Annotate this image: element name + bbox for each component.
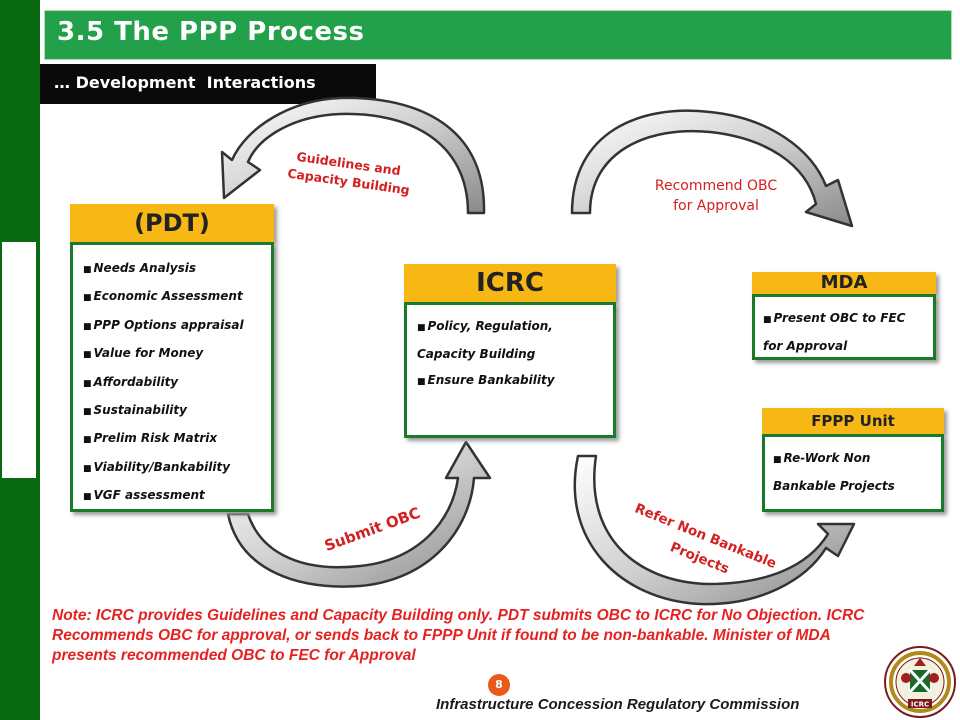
mda-box: ■Present OBC to FEC for Approval (752, 294, 936, 360)
bullet-icon: ■ (83, 463, 92, 474)
fppp-box: ■Re-Work Non Bankable Projects (762, 434, 944, 512)
pdt-item-label: PPP Options appraisal (93, 317, 244, 332)
icrc-item: Capacity Building (417, 341, 613, 367)
bullet-icon: ■ (83, 378, 92, 389)
pdt-item: ■Value for Money (83, 340, 271, 368)
bullet-icon: ■ (83, 293, 92, 304)
fppp-item: Bankable Projects (773, 473, 941, 499)
pdt-item-list: ■Needs Analysis ■Economic Assessment ■PP… (83, 255, 271, 511)
icrc-item-list: ■Policy, Regulation, Capacity Building ■… (417, 313, 613, 395)
bullet-icon: ■ (83, 435, 92, 446)
pdt-item: ■VGF assessment (83, 482, 271, 510)
pdt-item: ■Affordability (83, 369, 271, 397)
fppp-item: ■Re-Work Non (773, 445, 941, 473)
note-text: Note: ICRC provides Guidelines and Capac… (52, 607, 865, 664)
seal-text: ICRC (911, 701, 929, 709)
icrc-seal-icon: ICRC (884, 646, 956, 718)
refer-arrow (573, 454, 856, 606)
bullet-icon: ■ (417, 323, 426, 333)
footer-organization: Infrastructure Concession Regulatory Com… (436, 696, 800, 713)
page-title: 3.5 The PPP Process (57, 17, 365, 47)
bullet-icon: ■ (83, 492, 92, 503)
bullet-icon: ■ (773, 455, 782, 465)
pdt-item: ■Prelim Risk Matrix (83, 425, 271, 453)
title-bar: 3.5 The PPP Process (44, 10, 952, 60)
bullet-icon: ■ (417, 377, 426, 387)
sidebar-white-panel (2, 242, 36, 478)
fppp-item-list: ■Re-Work Non Bankable Projects (773, 445, 941, 499)
icrc-box-header: ICRC (404, 264, 616, 302)
pdt-item-label: Prelim Risk Matrix (93, 431, 218, 446)
pdt-item: ■Economic Assessment (83, 283, 271, 311)
submit-label: Submit OBC (322, 504, 423, 555)
page-number: 8 (488, 674, 510, 696)
bullet-icon: ■ (763, 315, 772, 325)
pdt-item-label: Needs Analysis (93, 261, 197, 275)
mda-item-list: ■Present OBC to FEC for Approval (763, 305, 933, 359)
recommend-label-1: Recommend OBC (655, 178, 777, 194)
mda-item: ■Present OBC to FEC (763, 305, 933, 333)
pdt-item: ■Sustainability (83, 397, 271, 425)
left-green-bar (0, 0, 40, 720)
mda-item-label: for Approval (763, 339, 848, 353)
bullet-icon: ■ (83, 265, 92, 275)
pdt-item: ■PPP Options appraisal (83, 312, 271, 340)
icrc-item-label: Ensure Bankability (427, 373, 555, 387)
icrc-box: ■Policy, Regulation, Capacity Building ■… (404, 302, 616, 438)
icrc-item-label: Capacity Building (417, 347, 536, 361)
fppp-item-label: Re-Work Non (783, 451, 871, 465)
pdt-item: ■Needs Analysis (83, 255, 271, 283)
submit-arrow (226, 440, 492, 588)
recommend-arrow (570, 109, 854, 228)
fppp-box-header: FPPP Unit (762, 408, 944, 434)
icrc-item: ■Ensure Bankability (417, 367, 613, 395)
page-subtitle: … Development Interactions (54, 73, 316, 92)
recommend-label-2: for Approval (673, 198, 759, 214)
pdt-item-label: Affordability (93, 374, 179, 389)
mda-item-label: Present OBC to FEC (773, 311, 906, 325)
icrc-item: ■Policy, Regulation, (417, 313, 613, 341)
pdt-item-label: Value for Money (93, 346, 204, 361)
bullet-icon: ■ (83, 321, 92, 332)
pdt-item-label: Viability/Bankability (93, 459, 231, 474)
pdt-item-label: Sustainability (93, 403, 187, 418)
pdt-box-header: (PDT) (70, 204, 274, 242)
bullet-icon: ■ (83, 407, 92, 418)
mda-box-header: MDA (752, 272, 936, 294)
fppp-item-label: Bankable Projects (773, 479, 895, 493)
icrc-item-label: Policy, Regulation, (427, 319, 553, 333)
pdt-item-label: Economic Assessment (93, 289, 243, 304)
pdt-item-label: VGF assessment (93, 488, 205, 503)
pdt-box: ■Needs Analysis ■Economic Assessment ■PP… (70, 242, 274, 512)
subtitle-bar: … Development Interactions (40, 64, 376, 104)
guidelines-arrow (220, 96, 486, 215)
pdt-item: ■Viability/Bankability (83, 454, 271, 482)
mda-item: for Approval (763, 333, 933, 359)
bullet-icon: ■ (83, 350, 92, 361)
